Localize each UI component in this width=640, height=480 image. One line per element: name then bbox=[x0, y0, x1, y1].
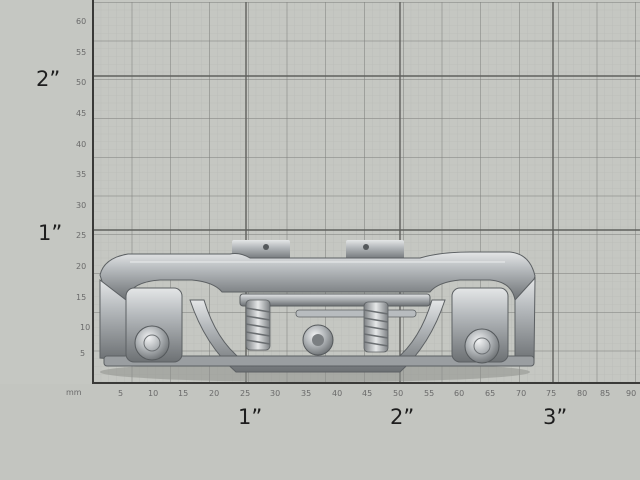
x-mm-tick: 25 bbox=[240, 389, 250, 398]
x-mm-tick: 85 bbox=[600, 389, 610, 398]
y-mm-tick: 25 bbox=[76, 231, 86, 240]
x-mm-tick: 70 bbox=[516, 389, 526, 398]
bolster-tab bbox=[346, 240, 404, 260]
left-inch-label: 2” bbox=[36, 67, 60, 91]
x-mm-tick: 20 bbox=[209, 389, 219, 398]
y-mm-tick: 10 bbox=[80, 323, 90, 332]
bottom-rail bbox=[103, 355, 535, 367]
y-mm-tick: 30 bbox=[76, 201, 86, 210]
y-mm-tick: 5 bbox=[80, 349, 85, 358]
left-inch-label: 1” bbox=[38, 221, 62, 245]
y-mm-tick: 40 bbox=[76, 140, 86, 149]
x-mm-tick: 50 bbox=[393, 389, 403, 398]
x-mm-tick-labels: 5 10 15 20 25 30 35 40 45 50 55 60 65 70… bbox=[118, 389, 636, 398]
left-coil-spring bbox=[245, 299, 271, 351]
y-mm-tick: 55 bbox=[76, 48, 86, 57]
x-mm-tick: 75 bbox=[546, 389, 556, 398]
bottom-inch-label: 2” bbox=[390, 405, 414, 429]
mm-unit-label: mm bbox=[66, 388, 82, 397]
x-mm-tick: 65 bbox=[485, 389, 495, 398]
bolster-tab bbox=[232, 240, 290, 260]
right-bearing-cap bbox=[464, 328, 500, 364]
y-mm-tick: 45 bbox=[76, 109, 86, 118]
y-mm-tick-labels: 60 55 50 45 40 35 30 25 20 15 10 5 bbox=[76, 17, 90, 358]
x-mm-tick: 45 bbox=[362, 389, 372, 398]
x-mm-tick: 10 bbox=[148, 389, 158, 398]
left-bearing-cap bbox=[134, 325, 170, 361]
right-coil-spring bbox=[363, 301, 389, 353]
y-mm-tick: 20 bbox=[76, 262, 86, 271]
bottom-inch-label: 1” bbox=[238, 405, 262, 429]
x-mm-tick: 60 bbox=[454, 389, 464, 398]
x-mm-tick: 35 bbox=[301, 389, 311, 398]
y-mm-tick: 15 bbox=[76, 293, 86, 302]
bottom-inch-label: 3” bbox=[543, 405, 567, 429]
y-mm-tick: 60 bbox=[76, 17, 86, 26]
x-mm-tick: 40 bbox=[332, 389, 342, 398]
x-mm-tick: 15 bbox=[178, 389, 188, 398]
y-mm-tick: 35 bbox=[76, 170, 86, 179]
brake-rod bbox=[295, 309, 417, 318]
truck-sideframe bbox=[99, 240, 536, 382]
y-mm-tick: 50 bbox=[76, 78, 86, 87]
x-mm-tick: 5 bbox=[118, 389, 123, 398]
x-mm-tick: 30 bbox=[270, 389, 280, 398]
x-mm-tick: 80 bbox=[577, 389, 587, 398]
x-mm-tick: 90 bbox=[626, 389, 636, 398]
x-mm-tick: 55 bbox=[424, 389, 434, 398]
